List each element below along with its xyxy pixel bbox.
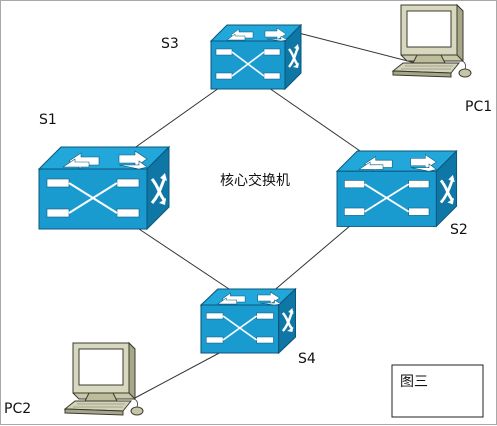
figure-caption-box [391,364,484,418]
link-s3-s2 [268,87,364,154]
link-s2-s4 [270,224,352,294]
computer-label-pc2: PC2 [4,401,31,417]
link-s4-pc2 [132,350,224,400]
switch-label-s2: S2 [450,222,468,238]
switch-label-s3: S3 [161,36,179,52]
switch-label-s1: S1 [39,112,57,128]
computer-pc2 [64,342,144,416]
core-switch-label: 核心交换机 [220,172,290,189]
link-s3-s1 [132,87,220,150]
links [132,28,432,400]
switch-s3 [209,23,303,91]
link-s1-s4 [135,226,230,290]
switch-s1 [37,145,171,231]
computer-label-pc1: PC1 [465,99,492,115]
switch-label-s4: S4 [298,351,316,367]
switch-s2 [335,149,458,228]
figure-caption: 图三 [400,374,428,390]
computer-pc1 [392,4,472,78]
switch-s4 [199,287,297,355]
